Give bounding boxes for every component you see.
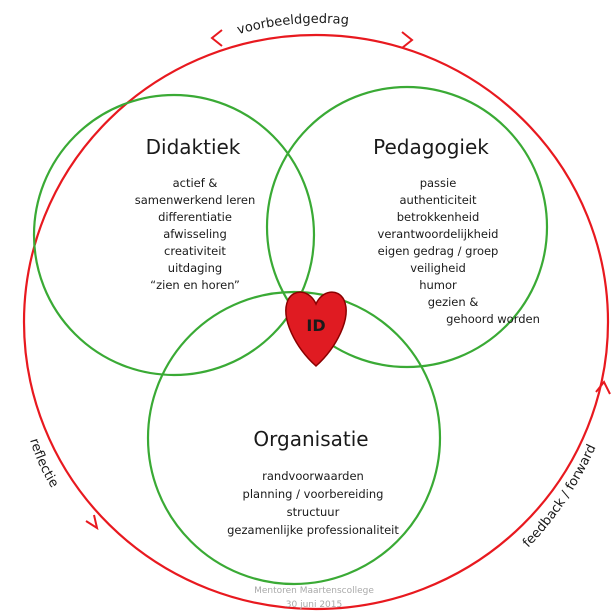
didaktiek-item: uitdaging [168, 261, 222, 275]
top-left-arrow-icon [210, 29, 223, 47]
label-feedback-forward: feedback / forward [520, 442, 599, 551]
pedagogiek-item: passie [420, 176, 457, 190]
circle-organisatie [146, 290, 442, 586]
organisatie-item: planning / voorbereiding [243, 487, 384, 501]
top-right-arrow-icon [401, 31, 414, 49]
organisatie-items: randvoorwaarden planning / voorbereiding… [227, 469, 399, 537]
right-arrow-icon [595, 380, 611, 395]
didaktiek-item: samenwerkend leren [135, 193, 256, 207]
didaktiek-item: afwisseling [163, 227, 227, 241]
didaktiek-title: Didaktiek [146, 135, 241, 159]
didaktiek-item: differentiatie [158, 210, 232, 224]
didaktiek-item: “zien en horen” [150, 278, 240, 292]
center-label: ID [306, 316, 325, 335]
pedagogiek-item: authenticiteit [399, 193, 476, 207]
circle-pedagogiek [265, 85, 549, 369]
circle-didaktiek [32, 93, 316, 377]
pedagogiek-items: passie authenticiteit betrokkenheid vera… [378, 176, 540, 326]
heart-icon [285, 291, 347, 368]
pedagogiek-item: gehoord worden [446, 312, 540, 326]
footer-credit: Mentoren Maartenscollege [254, 586, 374, 596]
didaktiek-items: actief & samenwerkend leren differentiat… [135, 176, 256, 292]
label-reflectie: reflectie [26, 437, 61, 491]
left-arrow-icon [85, 514, 99, 531]
pedagogiek-item: verantwoordelijkheid [378, 227, 499, 241]
organisatie-item: randvoorwaarden [262, 469, 364, 483]
footer-date: 30 juni 2015 [286, 600, 343, 610]
pedagogiek-item: veiligheid [410, 261, 466, 275]
didaktiek-item: creativiteit [164, 244, 226, 258]
label-voorbeeldgedrag: voorbeeldgedrag [236, 12, 350, 38]
pedagogiek-item: gezien & [428, 295, 479, 309]
organisatie-title: Organisatie [253, 427, 368, 451]
organisatie-item: gezamenlijke professionaliteit [227, 523, 399, 537]
didaktiek-item: actief & [173, 176, 218, 190]
pedagogiek-title: Pedagogiek [373, 135, 489, 159]
pedagogiek-item: eigen gedrag / groep [378, 244, 499, 258]
pedagogiek-item: humor [419, 278, 457, 292]
organisatie-item: structuur [287, 505, 340, 519]
outer-cycle [22, 33, 610, 611]
pedagogiek-item: betrokkenheid [397, 210, 480, 224]
